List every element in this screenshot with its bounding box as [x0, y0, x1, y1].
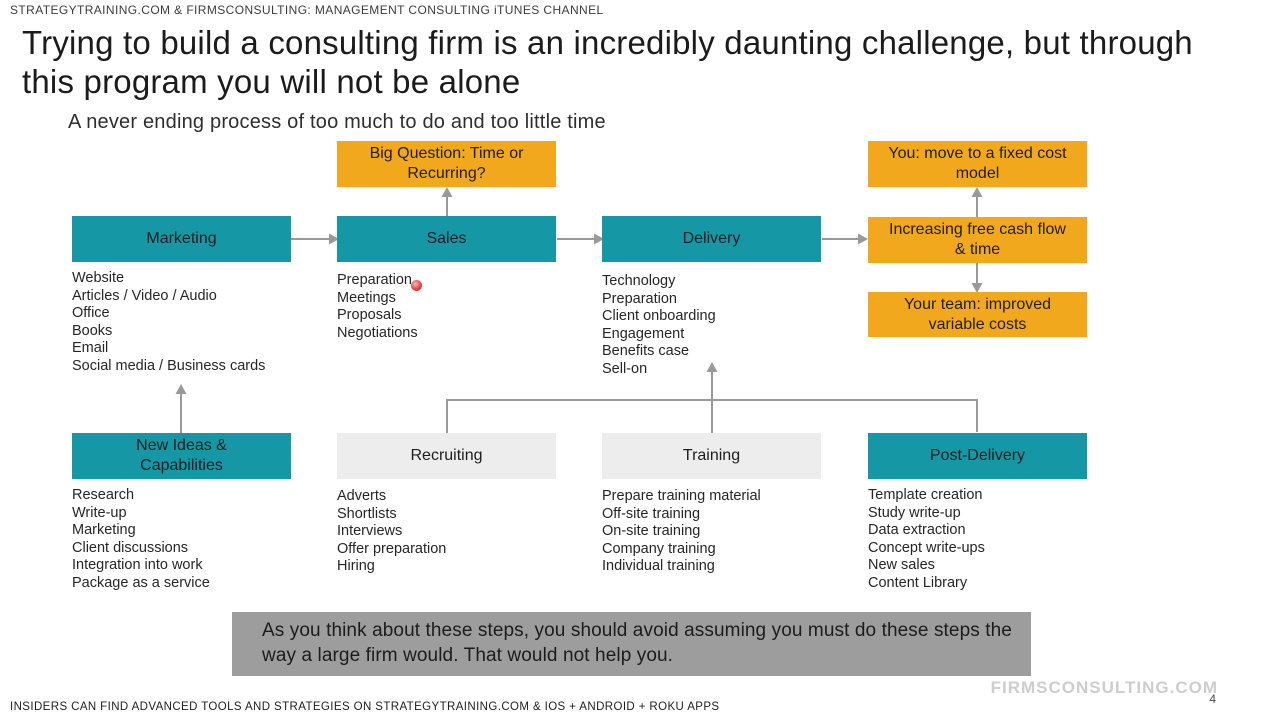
- list-item: Adverts: [337, 488, 387, 504]
- arrowhead-up-delivery: [706, 362, 718, 372]
- arrowhead-up-marketing: [175, 384, 187, 394]
- list-item: On-site training: [602, 523, 701, 540]
- page-number: 4: [1209, 692, 1216, 706]
- list-item: Sell-on: [602, 360, 648, 377]
- list-item: Office: [72, 305, 110, 322]
- node-team-variable-costs: Your team: improved variable costs: [868, 292, 1087, 337]
- list-item: Company training: [602, 540, 716, 557]
- list-item: Integration into work: [72, 557, 203, 574]
- node-label: Delivery: [682, 230, 741, 248]
- node-label: Your team: improved variable costs: [903, 295, 1052, 333]
- list-item: Email: [72, 340, 109, 357]
- node-training: Training: [602, 433, 821, 479]
- list-item: Meetings: [337, 289, 396, 306]
- arrowhead-right-1: [329, 233, 339, 245]
- arrowhead-right-3: [858, 233, 868, 245]
- slide-title: Trying to build a consulting firm is an …: [22, 24, 1193, 100]
- node-label: You: move to a fixed cost model: [888, 145, 1067, 182]
- node-sales: Sales: [337, 216, 556, 262]
- node-label: New Ideas & Capabilities: [136, 437, 227, 474]
- list-item: Social media / Business cards: [72, 357, 266, 374]
- list-item: Write-up: [72, 504, 127, 521]
- node-label: Marketing: [146, 230, 217, 248]
- list-item: Shortlists: [337, 505, 397, 522]
- node-label: Sales: [426, 230, 467, 248]
- list-item: Preparation: [602, 290, 677, 307]
- list-item: Technology: [602, 273, 676, 289]
- channel-header: STRATEGYTRAINING.COM & FIRMSCONSULTING: …: [10, 3, 604, 17]
- node-post-delivery: Post-Delivery: [868, 433, 1087, 479]
- list-item: Negotiations: [337, 324, 418, 341]
- list-item: Hiring: [337, 558, 375, 575]
- node-label: Increasing free cash flow & time: [889, 221, 1066, 258]
- arrowhead-down-team: [971, 283, 983, 293]
- list-item: Articles / Video / Audio: [72, 287, 217, 304]
- node-label: Post-Delivery: [929, 447, 1026, 465]
- list-item: Preparation: [337, 272, 412, 288]
- list-item: Off-site training: [602, 505, 701, 522]
- callout-note: As you think about these steps, you shou…: [232, 612, 1031, 676]
- list-item: Client discussions: [72, 539, 189, 556]
- node-label: Training: [682, 447, 741, 465]
- node-label: Big Question: Time or Recurring?: [369, 145, 524, 182]
- list-item: Research: [72, 487, 135, 503]
- list-item: Proposals: [337, 307, 402, 324]
- node-label: Recruiting: [410, 447, 483, 465]
- node-marketing: Marketing: [72, 216, 291, 262]
- list-item: Books: [72, 322, 113, 339]
- list-item: Benefits case: [602, 343, 690, 360]
- list-item: Marketing: [72, 522, 136, 539]
- list-item: Individual training: [602, 558, 715, 575]
- list-item: Website: [72, 270, 125, 286]
- arrowhead-up-you: [971, 187, 983, 197]
- list-item: Package as a service: [72, 574, 210, 591]
- list-item: Study write-up: [868, 504, 961, 521]
- list-item: Prepare training material: [602, 488, 761, 504]
- list-item: Data extraction: [868, 522, 966, 539]
- list-item: Engagement: [602, 325, 685, 342]
- list-item: New sales: [868, 557, 935, 574]
- footer-note: INSIDERS CAN FIND ADVANCED TOOLS AND STR…: [10, 701, 720, 713]
- list-item: Interviews: [337, 523, 403, 540]
- laser-pointer-dot: [411, 280, 422, 291]
- node-recruiting: Recruiting: [337, 433, 556, 479]
- list-item: Concept write-ups: [868, 539, 985, 556]
- arrowhead-right-2: [594, 233, 604, 245]
- node-new-ideas: New Ideas & Capabilities: [72, 433, 291, 479]
- list-item: Offer preparation: [337, 540, 447, 557]
- list-item: Content Library: [868, 574, 968, 591]
- list-item: Client onboarding: [602, 308, 716, 325]
- firmsconsulting-watermark: FIRMSCONSULTING.COM: [990, 678, 1218, 697]
- node-you-fixed-cost: You: move to a fixed cost model: [868, 141, 1087, 187]
- node-big-question: Big Question: Time or Recurring?: [337, 141, 556, 187]
- arrowhead-up-bigquestion: [441, 187, 453, 197]
- list-item: Template creation: [868, 487, 983, 503]
- node-increasing-cashflow: Increasing free cash flow & time: [868, 217, 1087, 263]
- node-delivery: Delivery: [602, 216, 821, 262]
- slide-subtitle: A never ending process of too much to do…: [68, 111, 606, 133]
